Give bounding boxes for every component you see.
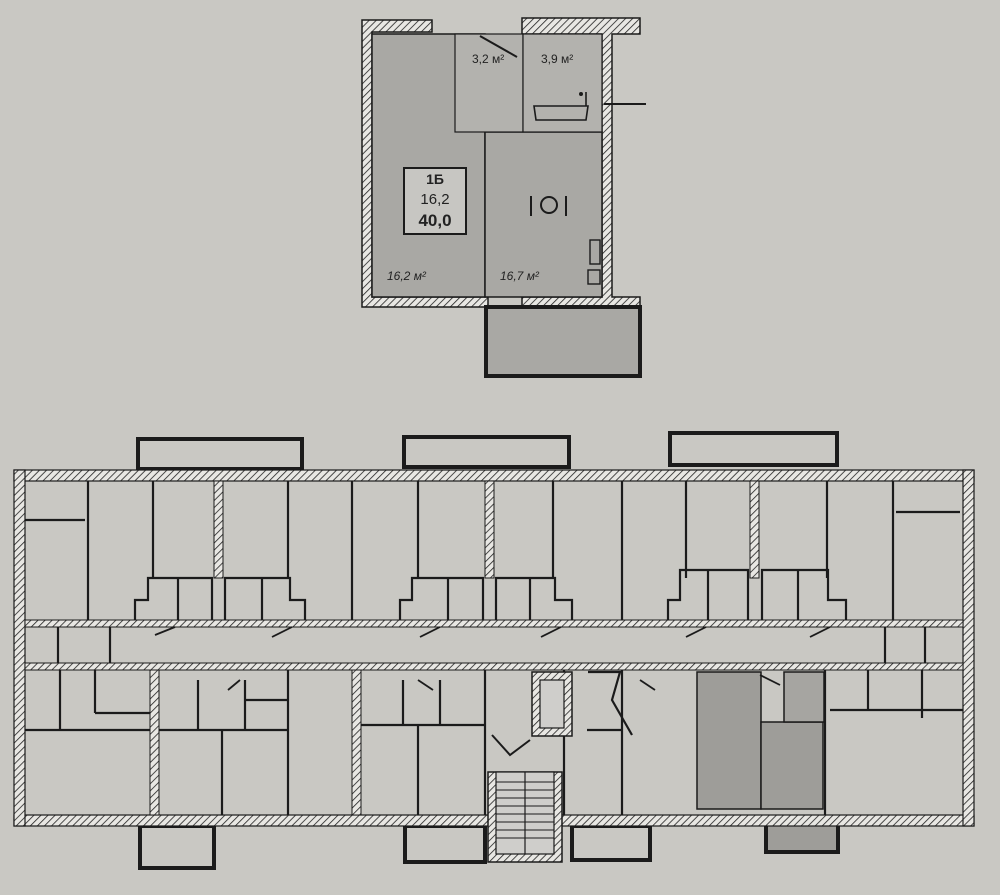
bathtub-icon	[533, 92, 589, 121]
bathroom-area-label: 3,9 м²	[541, 52, 573, 66]
corridor-wall-south	[24, 662, 964, 671]
hall-area-label: 3,2 м²	[472, 52, 504, 66]
highlighted-apartment-room	[696, 671, 762, 810]
outer-wall-left	[13, 469, 26, 827]
bay-bottom-2	[403, 824, 487, 864]
core-entry-wall	[491, 734, 531, 757]
kitchen-plate-icon	[530, 196, 567, 216]
door-swings	[154, 626, 831, 691]
stove-icon	[587, 269, 601, 285]
bay-top-1	[136, 437, 304, 471]
hall-door	[479, 35, 518, 58]
core-curved-wall	[588, 670, 633, 736]
sink-icon	[589, 239, 601, 265]
kitchen	[484, 131, 603, 298]
building-floor-plan	[13, 431, 975, 870]
elevator-icon	[531, 671, 573, 737]
staircase-icon	[487, 771, 563, 863]
apartment-type-code: 1Б	[426, 171, 444, 187]
kitchen-area-label: 16,7 м²	[500, 269, 540, 283]
apartment-total-area: 40,0	[418, 211, 451, 230]
apartment-info-box	[403, 167, 467, 235]
highlighted-apartment-kitchen	[760, 721, 824, 810]
corridor-wall-north	[24, 619, 964, 628]
south-partitions	[25, 627, 963, 816]
north-partitions	[25, 480, 960, 620]
bay-top-3	[668, 431, 839, 467]
bay-bottom-1	[138, 824, 216, 870]
balcony	[484, 305, 642, 378]
bay-top-2	[402, 435, 571, 469]
living-room-area-label: 16,2 м²	[387, 269, 427, 283]
highlighted-apartment-bath	[783, 671, 825, 723]
apartment-living-area: 16,2	[420, 191, 449, 208]
outer-wall-right	[962, 469, 975, 827]
bay-bottom-3	[570, 824, 652, 862]
hall	[454, 33, 524, 133]
outer-wall-top	[13, 469, 975, 482]
apartment-plan: 1Б 16,2 40,0 3,2 м² 3,9 м² 16,2 м² 16,7 …	[361, 17, 646, 378]
